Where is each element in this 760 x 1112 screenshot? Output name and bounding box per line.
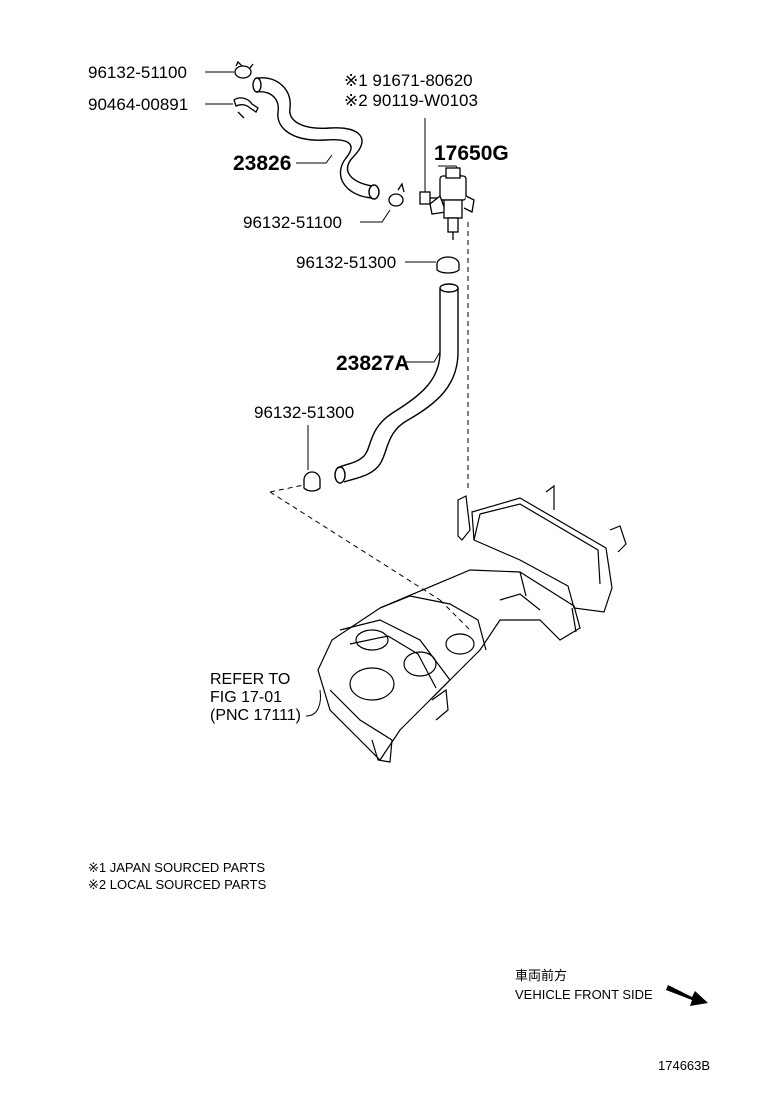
upper-hose-icon [252, 77, 380, 200]
refer-line-2: FIG 17-01 [210, 689, 282, 706]
hose-clip-icon [303, 471, 321, 492]
dashed-reference-lines [269, 222, 471, 631]
hose-clamp-icon [233, 97, 259, 119]
vacuum-switching-valve-icon [429, 167, 475, 240]
refer-leader [305, 689, 321, 717]
intake-manifold-icon [317, 484, 627, 763]
footnote-local-sourced: ※2 LOCAL SOURCED PARTS [88, 877, 267, 892]
part-label-lower-hose: 23827A [336, 352, 410, 375]
hose-clip-icon [436, 256, 460, 274]
part-label-clamp: 90464-00891 [88, 95, 188, 114]
part-label-clip-top: 96132-51100 [88, 63, 187, 82]
part-label-upper-hose: 23826 [233, 152, 291, 175]
bolt-icon [419, 191, 438, 205]
leader-lines [205, 71, 463, 470]
part-label-clip-lower-bottom: 96132-51300 [254, 403, 354, 422]
orientation-english: VEHICLE FRONT SIDE [515, 987, 653, 1002]
figure-id: 174663B [658, 1058, 710, 1073]
refer-line-1: REFER TO [210, 671, 290, 688]
refer-line-3: (PNC 17111) [210, 707, 301, 724]
hose-clip-icon [234, 60, 254, 79]
part-label-note2: ※2 90119-W0103 [344, 91, 478, 110]
part-label-note1: ※1 91671-80620 [344, 71, 473, 90]
part-label-clip-lower-top: 96132-51300 [296, 253, 396, 272]
lower-hose-icon [334, 283, 459, 484]
part-label-valve: 17650G [434, 142, 509, 165]
orientation-japanese: 車両前方 [515, 968, 567, 983]
hose-clip-icon [388, 182, 405, 207]
part-label-clip-mid: 96132-51100 [243, 213, 342, 232]
footnote-japan-sourced: ※1 JAPAN SOURCED PARTS [88, 860, 265, 875]
front-direction-arrow-icon [666, 985, 708, 1006]
